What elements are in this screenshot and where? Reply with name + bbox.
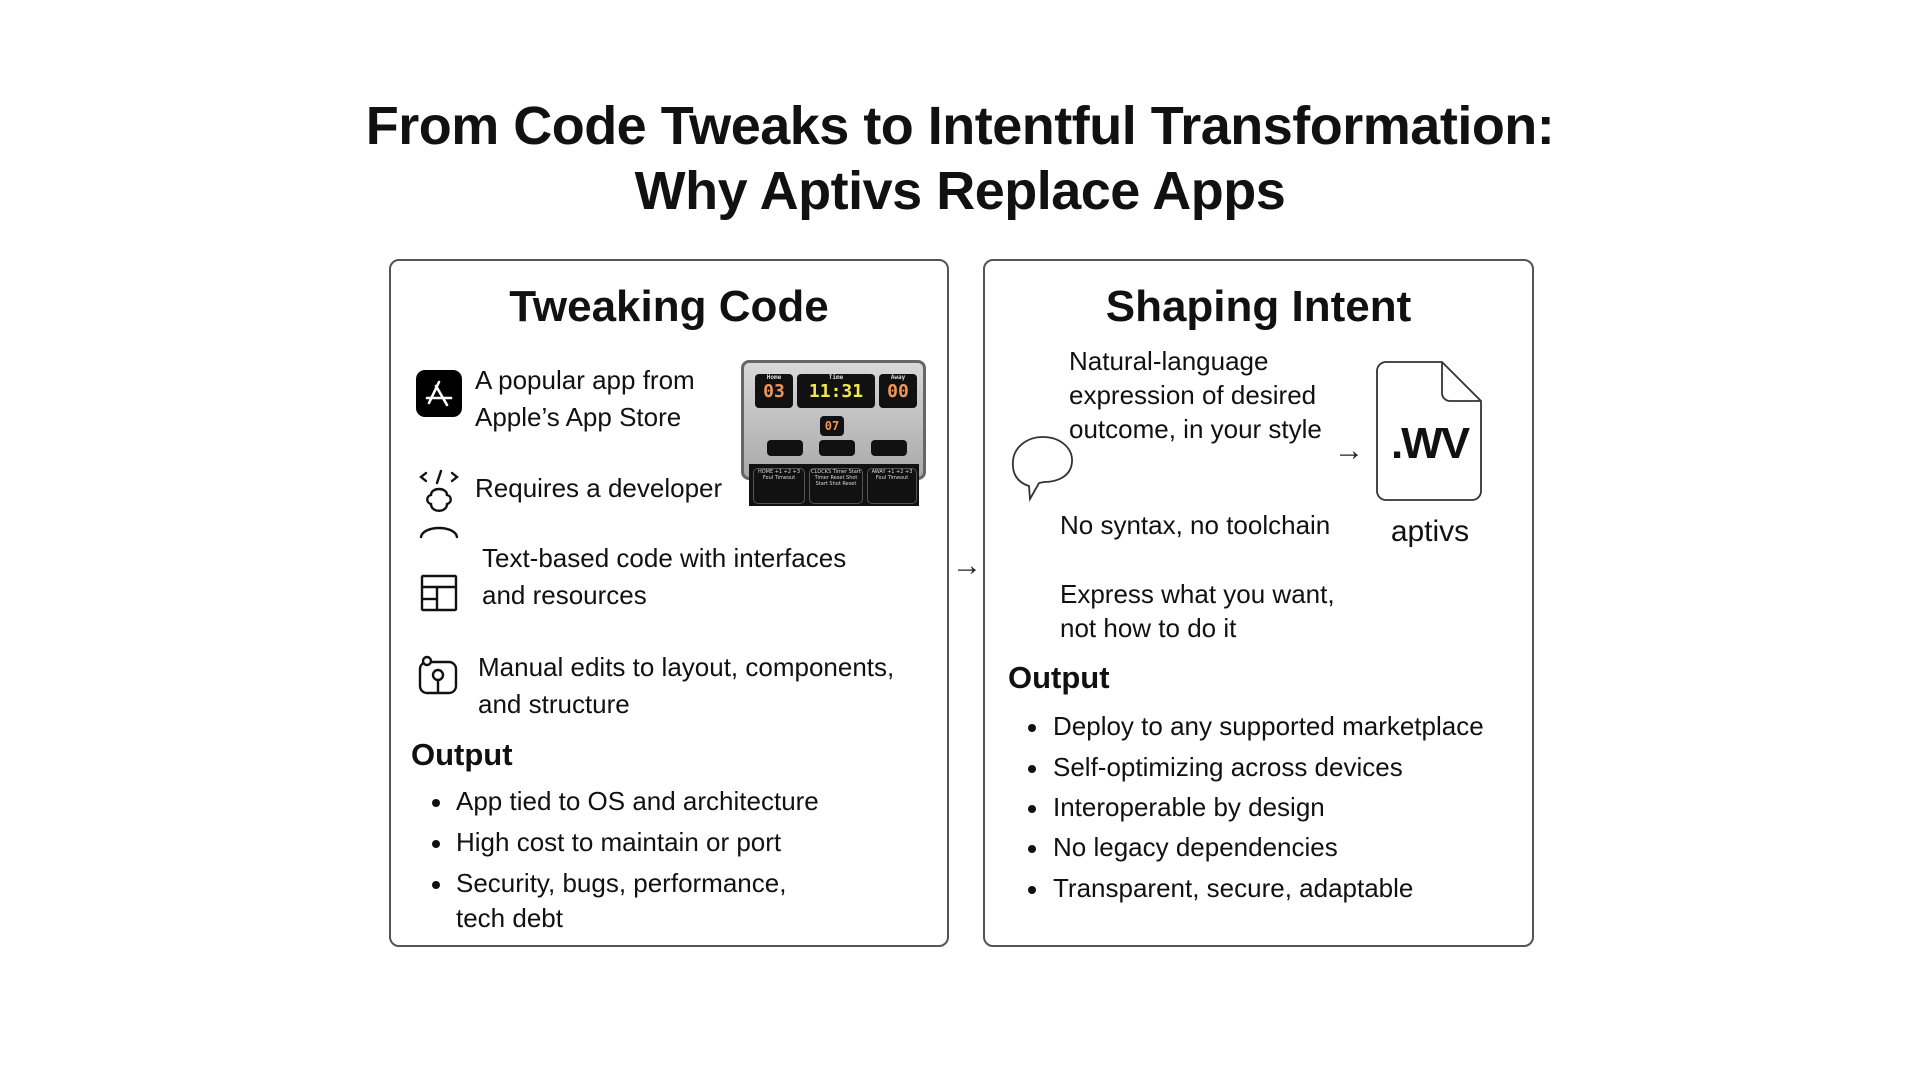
title-line-1: From Code Tweaks to Intentful Transforma… (365, 96, 1555, 156)
file-extension: .WV (1390, 419, 1470, 468)
output-item: Security, bugs, performance, (456, 868, 787, 898)
output-item: Transparent, secure, adaptable (1053, 873, 1414, 903)
intent-text: Natural-language (1069, 346, 1269, 376)
output-item: App tied to OS and architecture (456, 786, 819, 816)
item-text: Requires a developer (475, 473, 723, 503)
app-store-icon (416, 370, 462, 417)
item-text: Text-based code with interfaces (482, 543, 847, 573)
bullet-icon (432, 840, 440, 848)
express-text: Express what you want, (1060, 579, 1335, 609)
item-text: and structure (478, 689, 630, 719)
item-text: and resources (482, 580, 647, 610)
bullet-icon (432, 799, 440, 807)
output-item: Deploy to any supported marketplace (1053, 711, 1484, 741)
developer-icon (417, 469, 461, 539)
panel-title: Tweaking Code (509, 282, 829, 331)
output-item: No legacy dependencies (1053, 832, 1338, 862)
output-item: Self-optimizing across devices (1053, 752, 1403, 782)
no-syntax-text: No syntax, no toolchain (1060, 510, 1331, 540)
bullet-icon (1028, 886, 1036, 894)
output-item: High cost to maintain or port (456, 827, 782, 857)
express-text: not how to do it (1060, 613, 1237, 643)
bullet-icon (1028, 724, 1036, 732)
speech-bubble-icon (1010, 434, 1076, 503)
bullet-icon (1028, 845, 1036, 853)
arrow-icon: → (952, 549, 982, 582)
bullet-icon (1028, 805, 1036, 813)
output-heading: Output (1008, 660, 1110, 695)
manual-edit-icon (417, 655, 459, 695)
item-text: Apple’s App Store (475, 402, 682, 432)
output-item: tech debt (456, 903, 563, 933)
layout-icon (420, 574, 458, 612)
intent-text: expression of desired (1069, 380, 1317, 410)
shaping-intent-panel: Shaping Intent (983, 259, 1534, 947)
bullet-icon (432, 881, 440, 889)
intent-text: outcome, in your style (1069, 414, 1322, 444)
bullet-icon (1028, 765, 1036, 773)
panel-title: Shaping Intent (1105, 282, 1412, 331)
item-text: A popular app from (475, 365, 695, 395)
file-label: aptivs (1390, 515, 1470, 548)
output-heading: Output (411, 737, 513, 772)
tweaking-code-panel: Tweaking Code (389, 259, 949, 947)
item-text: Manual edits to layout, components, (478, 652, 895, 682)
title-line-2: Why Aptivs Replace Apps (634, 161, 1286, 221)
output-item: Interoperable by design (1053, 792, 1325, 822)
wv-file-icon: .WV (1376, 361, 1483, 501)
arrow-icon: → (1334, 434, 1364, 467)
